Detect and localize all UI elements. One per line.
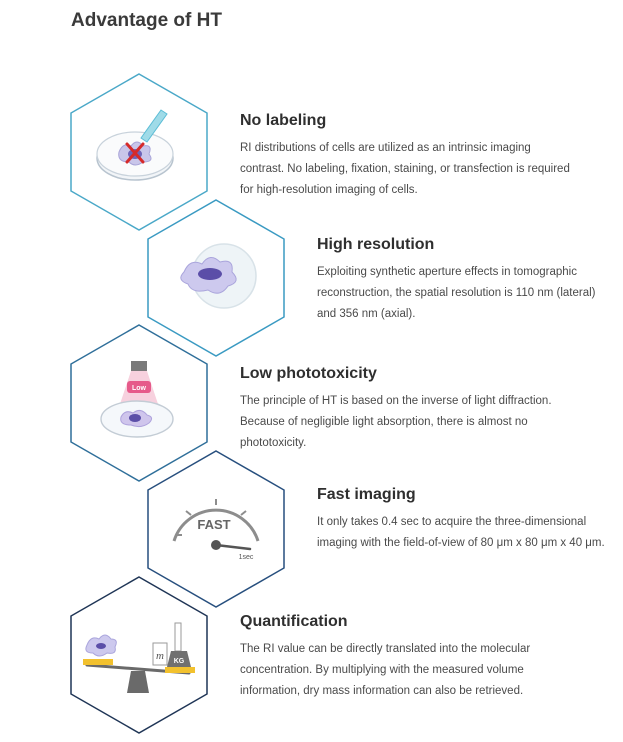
feature-fast-imaging: Fast imaging It only takes 0.4 sec to ac… <box>317 486 607 554</box>
hexagon-high-resolution <box>146 198 286 358</box>
feature-low-phototoxicity: Low phototoxicity The principle of HT is… <box>240 365 570 454</box>
weight-label: KG <box>174 658 185 665</box>
feature-title: Quantification <box>240 613 348 630</box>
gauge-unit: 1sec <box>239 554 254 561</box>
feature-quantification: Quantification The RI value can be direc… <box>240 613 570 702</box>
hexagon-no-labeling <box>69 72 209 232</box>
petri-dish-no-label-icon <box>70 73 208 231</box>
feature-no-labeling: No labeling RI distributions of cells ar… <box>240 112 570 201</box>
feature-title: Fast imaging <box>317 486 416 503</box>
feature-description: Exploiting synthetic aperture effects in… <box>317 266 596 320</box>
page-title: Advantage of HT <box>71 10 222 31</box>
feature-title: High resolution <box>317 236 435 253</box>
gauge-label: FAST <box>197 517 230 532</box>
feature-description: It only takes 0.4 sec to acquire the thr… <box>317 516 605 549</box>
hexagon-low-phototoxicity: Low <box>69 323 209 483</box>
magnified-cell-icon <box>147 199 285 357</box>
feature-description: The principle of HT is based on the inve… <box>240 395 552 449</box>
feature-title: No labeling <box>240 112 327 129</box>
feature-title: Low phototoxicity <box>240 365 377 382</box>
low-light-cell-icon: Low <box>70 324 208 482</box>
feature-high-resolution: High resolution Exploiting synthetic ape… <box>317 236 607 325</box>
balance-scale-icon: m KG <box>70 576 208 734</box>
feature-description: The RI value can be directly translated … <box>240 643 531 697</box>
svg-text:Low: Low <box>132 385 147 392</box>
feature-description: RI distributions of cells are utilized a… <box>240 142 570 196</box>
speedometer-icon: FAST 1sec <box>147 450 285 608</box>
hexagon-fast-imaging: FAST 1sec <box>146 449 286 609</box>
hexagon-quantification: m KG <box>69 575 209 735</box>
mass-label: m <box>156 650 164 662</box>
